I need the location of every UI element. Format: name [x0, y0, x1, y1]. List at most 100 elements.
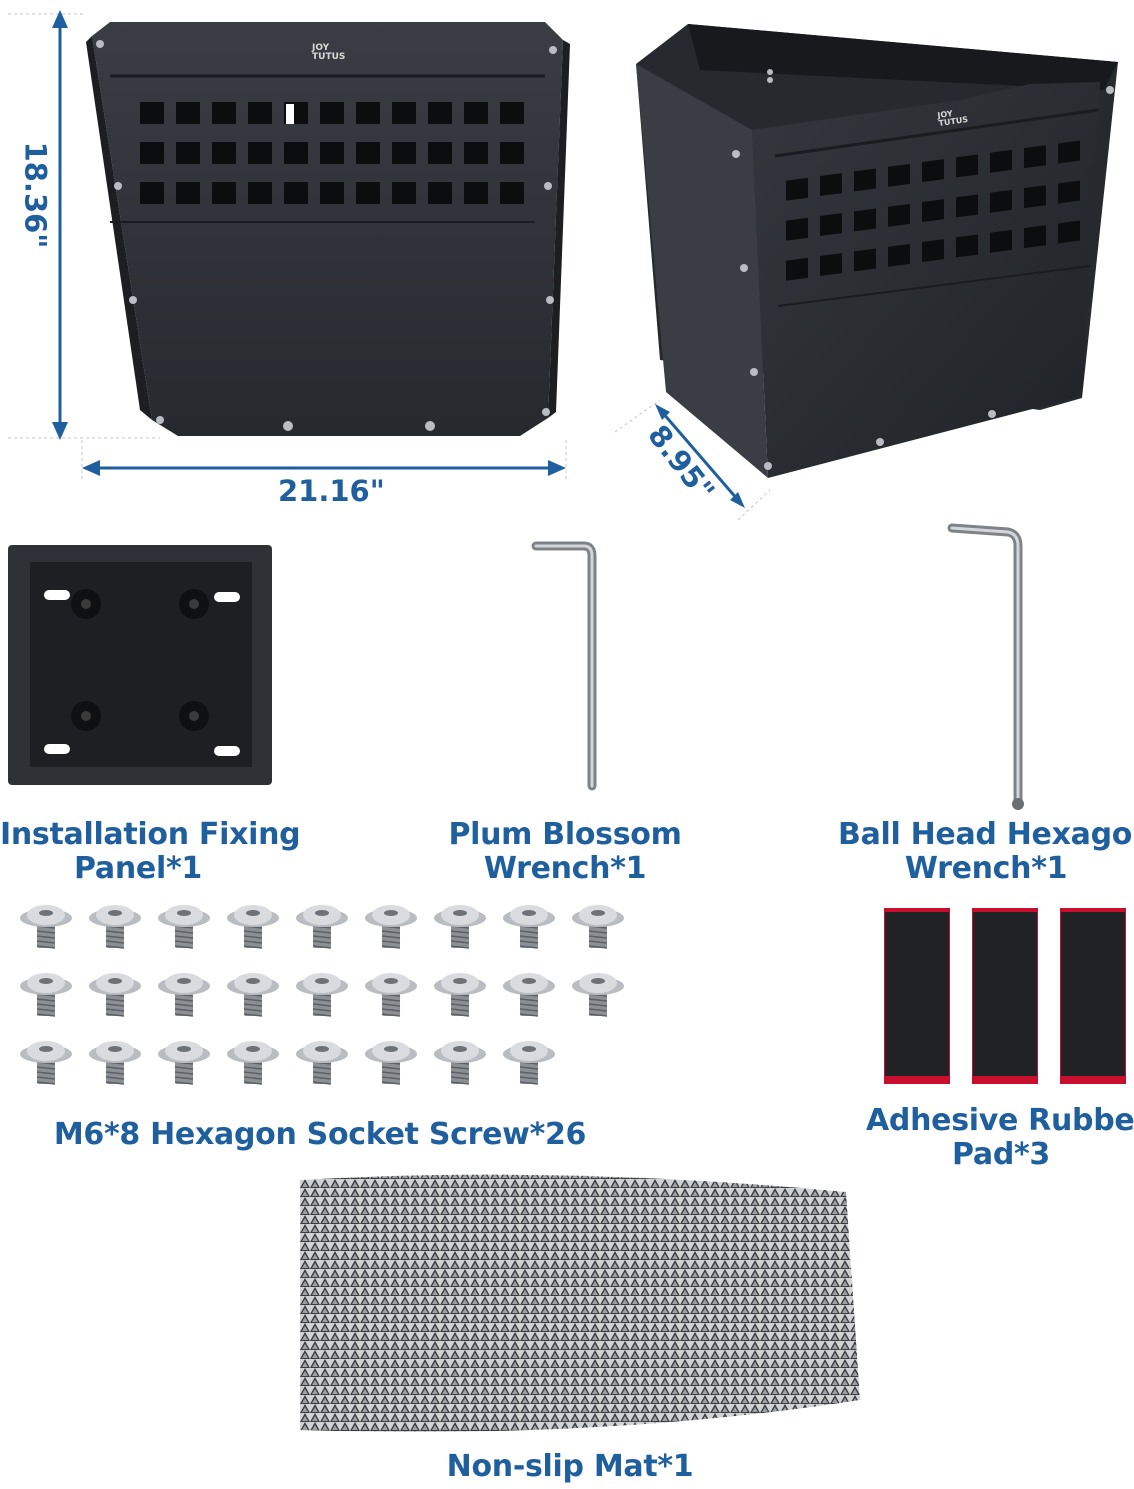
screw: [89, 905, 141, 949]
box-hole: [888, 203, 910, 227]
logo-line1: JOY: [312, 43, 330, 53]
box-hole: [786, 257, 808, 281]
panel-hole: [176, 102, 200, 124]
panel-hole: [320, 102, 344, 124]
adhesive-rubber-pad-label: Adhesive Rubber Pad*3: [866, 1104, 1134, 1172]
panel-hole: [428, 102, 452, 124]
panel-hole: [392, 182, 416, 204]
box-hole: [922, 199, 944, 223]
label-line2: Panel*1: [74, 851, 202, 886]
screw: [89, 973, 141, 1017]
panel-hole: [500, 182, 524, 204]
box-hole: [820, 213, 842, 237]
box-hole: [922, 159, 944, 183]
screw: [572, 973, 624, 1017]
ball-head-wrench-label: Ball Head Hexagon Wrench*1: [838, 818, 1134, 886]
screw: [227, 973, 279, 1017]
installation-fixing-panel-label: Installation Fixing Panel*1: [0, 818, 301, 886]
rubber-pad: [1060, 908, 1126, 1084]
box-hole: [1058, 180, 1080, 204]
panel-hole: [140, 142, 164, 164]
panel-hole: [428, 182, 452, 204]
label-line2: Wrench*1: [904, 851, 1068, 886]
screw: [20, 905, 72, 949]
rubber-pad: [884, 908, 950, 1084]
logo-line2: TUTUS: [312, 52, 346, 62]
label-line1: Ball Head Hexagon: [838, 817, 1134, 852]
panel-hole: [176, 182, 200, 204]
panel-hole: [176, 142, 200, 164]
box-hole: [990, 189, 1012, 213]
label-line1: Plum Blossom: [448, 817, 682, 852]
panel-hole: [464, 182, 488, 204]
screw: [296, 1041, 348, 1085]
screw: [158, 973, 210, 1017]
box-hole: [990, 149, 1012, 173]
box-hole: [888, 163, 910, 187]
screw: [365, 1041, 417, 1085]
screw: [365, 905, 417, 949]
box-hole: [854, 208, 876, 232]
box-hole: [922, 239, 944, 263]
screw: [227, 905, 279, 949]
panel-hole: [464, 102, 488, 124]
box-hole: [1024, 225, 1046, 249]
screw: [158, 905, 210, 949]
panel-hole: [248, 182, 272, 204]
box-hole: [786, 177, 808, 201]
hexagon-socket-screw-label: M6*8 Hexagon Socket Screw*26: [53, 1117, 587, 1152]
panel-hole: [500, 102, 524, 124]
label-line2: Pad*3: [952, 1137, 1050, 1172]
label-line1: Installation Fixing: [0, 817, 301, 852]
screw: [434, 973, 486, 1017]
panel-hole: [284, 182, 308, 204]
panel-hole: [356, 182, 380, 204]
screw: [296, 905, 348, 949]
box-hole: [854, 248, 876, 272]
screw: [434, 1041, 486, 1085]
panel-hole: [212, 182, 236, 204]
screw: [227, 1041, 279, 1085]
panel-hole: [356, 142, 380, 164]
panel-hole: [392, 102, 416, 124]
panel-hole: [428, 142, 452, 164]
panel-hole: [212, 102, 236, 124]
box-hole: [888, 243, 910, 267]
screw: [20, 1041, 72, 1085]
box-hole: [1024, 185, 1046, 209]
screw: [158, 1041, 210, 1085]
box-hole: [854, 168, 876, 192]
panel-hole: [140, 182, 164, 204]
label-line1: Adhesive Rubber: [866, 1103, 1134, 1138]
panel-hole: [392, 142, 416, 164]
panel-hole: [356, 102, 380, 124]
screw: [503, 973, 555, 1017]
box-hole: [1058, 140, 1080, 164]
screw: [365, 973, 417, 1017]
panel-hole: [284, 142, 308, 164]
box-hole: [820, 253, 842, 277]
non-slip-mat-label: Non-slip Mat*1: [446, 1449, 694, 1484]
screw: [503, 1041, 555, 1085]
panel-hole: [248, 102, 272, 124]
width-dimension-label: 21.16": [278, 474, 385, 508]
box-hole: [1024, 145, 1046, 169]
screw: [503, 905, 555, 949]
screw: [572, 905, 624, 949]
front-panel-logo: JOY TUTUS: [312, 44, 345, 62]
box-hole: [786, 217, 808, 241]
label-line2: Wrench*1: [483, 851, 647, 886]
box-hole: [956, 234, 978, 258]
screw: [20, 973, 72, 1017]
panel-hole: [500, 142, 524, 164]
panel-hole: [320, 142, 344, 164]
rubber-pad: [972, 908, 1038, 1084]
box-hole: [1058, 220, 1080, 244]
panel-hole: [212, 142, 236, 164]
